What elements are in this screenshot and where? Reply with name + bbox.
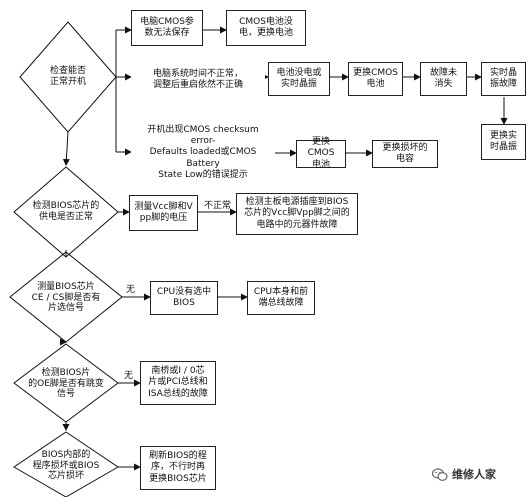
decision-diamond-3 bbox=[9, 251, 123, 343]
watermark: 维修人家 bbox=[431, 466, 496, 482]
box-cmos-params-not-saved: 电脑CMOS参 数无法保存 bbox=[131, 10, 203, 46]
decision-check-ce-cs-signal: 测量BIOS芯片 CE / CS脚是否有 片选信号 bbox=[31, 281, 101, 314]
box-reflash-bios: 刷新BIOS的程 序，不行时再 更换BIOS芯片 bbox=[140, 446, 216, 490]
box-replace-cmos-battery-1: CMOS电池没 电，更换电池 bbox=[226, 10, 306, 46]
box-measure-vcc-vpp: 测量Vcc脚和V pp脚的电压 bbox=[129, 195, 198, 231]
decision-check-power-on: 检查能否 正常开机 bbox=[49, 66, 86, 87]
wechat-icon bbox=[431, 467, 448, 481]
edge-label-abnormal: 不正常 bbox=[204, 201, 232, 211]
box-replace-rtc-crystal: 更换实 时晶振 bbox=[481, 124, 526, 160]
box-replace-damaged-capacitor: 更换损坏的 电容 bbox=[372, 140, 438, 168]
decision-bios-damaged: BIOS内部的 程序损坏或BIOS 芯片损坏 bbox=[32, 449, 100, 482]
decision-diamond-5 bbox=[13, 431, 119, 497]
box-cmos-checksum-error: 开机出现CMOS checksum error- Defaults loaded… bbox=[131, 125, 275, 180]
box-rtc-crystal-fault: 实时晶 振故障 bbox=[481, 62, 526, 96]
box-battery-or-crystal: 电池没电或 实时晶振 bbox=[268, 62, 330, 96]
box-fault-persists: 故障未 消失 bbox=[420, 62, 467, 96]
box-cpu-fsb-fault: CPU本身和前 端总线故障 bbox=[247, 281, 315, 315]
edge-label-none-1: 无 bbox=[126, 285, 136, 295]
decision-check-oe-signal: 检测BIOS片 的OE脚是否有跳变 信号 bbox=[28, 367, 104, 400]
edge-label-none-2: 无 bbox=[124, 371, 134, 381]
box-check-supply-circuit: 检测主板电源插座到BIOS 芯片的Vcc脚Vpp脚之间的 电路中的元器件故障 bbox=[236, 193, 358, 235]
box-replace-cmos-battery-2: 更换CMOS 电池 bbox=[348, 62, 403, 96]
box-cpu-not-selecting-bios: CPU没有选中 BIOS bbox=[150, 281, 218, 315]
box-system-time-wrong: 电脑系统时间不正常， 调整后重启依然不正确 bbox=[131, 64, 265, 96]
box-replace-cmos-battery-3: 更换CMOS 电池 bbox=[296, 137, 346, 170]
decision-check-bios-supply: 检测BIOS芯片的 供电是否正常 bbox=[32, 201, 100, 222]
watermark-text: 维修人家 bbox=[452, 468, 496, 481]
box-southbridge-bus-fault: 南桥或I / 0芯 片或PCI总线和 ISA总线的故障 bbox=[140, 361, 216, 405]
